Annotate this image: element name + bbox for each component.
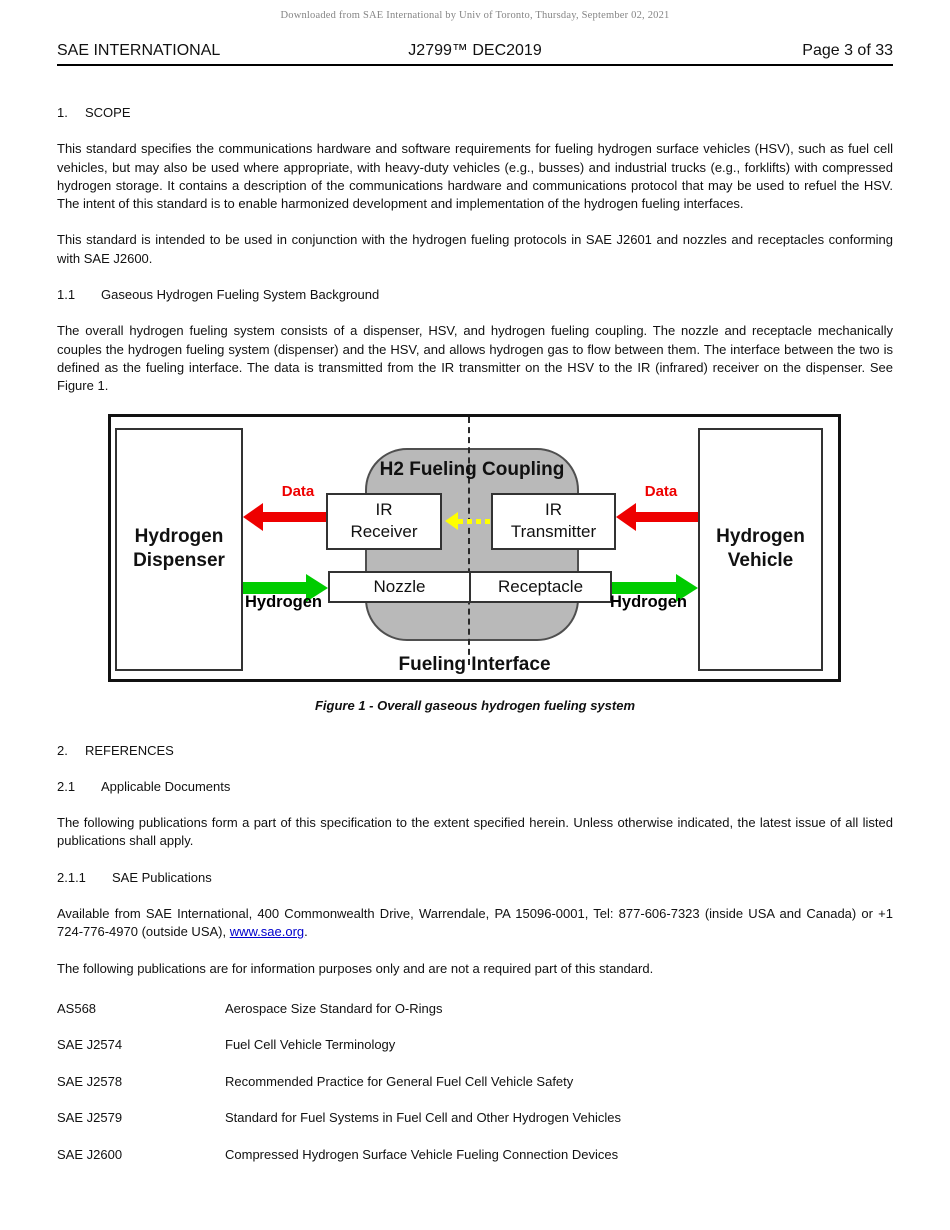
availability-text: Available from SAE International, 400 Co… — [57, 906, 893, 940]
hydrogen-vehicle-box: Hydrogen Vehicle — [698, 427, 823, 671]
section-1-1-heading: 1.1 Gaseous Hydrogen Fueling System Backg… — [57, 286, 893, 304]
scope-paragraph-2: This standard is intended to be used in … — [57, 232, 893, 266]
section-1-1-paragraph: The overall hydrogen fueling system cons… — [57, 323, 893, 394]
hydrogen-arrow-right-icon — [612, 573, 698, 602]
nozzle-cell: Nozzle — [373, 576, 426, 596]
list-item: SAE J2600 Compressed Hydrogen Surface Ve… — [57, 1148, 893, 1161]
publication-code: SAE J2600 — [57, 1146, 123, 1162]
publication-code: SAE J2579 — [57, 1110, 123, 1126]
section-title: SCOPE — [85, 105, 131, 120]
header-page-num: Page 3 of 33 — [802, 42, 894, 59]
hydrogen-label-right: Hydrogen — [610, 592, 688, 611]
section-2-heading: 2. REFERENCES — [57, 742, 893, 760]
section-number: 1.1 — [57, 287, 76, 303]
publication-title: Compressed Hydrogen Surface Vehicle Fuel… — [225, 1146, 619, 1162]
publication-title: Fuel Cell Vehicle Terminology — [225, 1037, 396, 1053]
section-number: 2.1 — [57, 778, 76, 794]
section-number: 1. — [57, 105, 68, 120]
header-doc-id: J2799™ DEC2019 — [408, 42, 542, 59]
section-number: 2.1.1 — [57, 869, 86, 885]
section-number: 2. — [57, 742, 68, 758]
data-label-left: Data — [281, 482, 315, 500]
section-title: Gaseous Hydrogen Fueling System Backgrou… — [101, 287, 380, 303]
section-2-1-1-heading: 2.1.1 SAE Publications — [57, 869, 893, 887]
publications-list: AS568 Aerospace Size Standard for O-Ring… — [57, 1002, 893, 1161]
coupling-title-label: H2 Fueling Coupling — [379, 458, 565, 480]
section-title: SAE Publications — [112, 869, 212, 885]
hydrogen-arrow-left-icon — [243, 573, 328, 602]
publication-title: Standard for Fuel Systems in Fuel Cell a… — [225, 1110, 621, 1126]
publication-code: SAE J2574 — [57, 1037, 123, 1053]
hydrogen-dispenser-box: Hydrogen Dispenser — [115, 427, 243, 671]
figure-1-diagram: H2 Fueling Coupling Hydrogen Dispenser H… — [108, 413, 841, 682]
nozzle-receptacle-row: Nozzle Receptacle — [328, 570, 612, 603]
receptacle-cell: Receptacle — [469, 572, 610, 601]
page-header: SAE INTERNATIONAL J2799™ DEC2019 Page 3 … — [57, 42, 893, 66]
section-title: Applicable Documents — [101, 778, 231, 794]
publication-title: Aerospace Size Standard for O-Rings — [225, 1000, 443, 1016]
document-page: Downloaded from SAE International by Uni… — [57, 10, 893, 1161]
section-2-1-heading: 2.1 Applicable Documents — [57, 778, 893, 796]
fueling-interface-label: Fueling Interface — [398, 653, 551, 675]
figure-1-caption: Figure 1 - Overall gaseous hydrogen fuel… — [314, 697, 636, 713]
publication-code: AS568 — [57, 1000, 97, 1016]
availability-text-end: . — [304, 924, 308, 940]
section-title: REFERENCES — [85, 742, 174, 758]
section-2-1-paragraph: The following publications form a part o… — [57, 815, 893, 849]
scope-paragraph-1: This standard specifies the communicatio… — [57, 141, 893, 212]
ir-signal-arrow-icon — [445, 511, 491, 530]
header-org: SAE INTERNATIONAL — [57, 42, 221, 59]
data-arrow-right-icon — [616, 502, 698, 531]
sae-availability-paragraph: Available from SAE International, 400 Co… — [57, 905, 893, 942]
data-label-right: Data — [644, 482, 678, 500]
data-arrow-left-icon — [243, 502, 326, 531]
publication-code: SAE J2578 — [57, 1073, 123, 1089]
sae-org-link[interactable]: www.sae.org — [229, 924, 305, 940]
section-1-heading: 1. SCOPE — [57, 104, 893, 122]
ir-receiver-box: IR Receiver — [326, 492, 442, 550]
hydrogen-label-left: Hydrogen — [245, 592, 323, 611]
list-item: AS568 Aerospace Size Standard for O-Ring… — [57, 1002, 893, 1015]
publication-title: Recommended Practice for General Fuel Ce… — [225, 1073, 574, 1089]
ir-transmitter-box: IR Transmitter — [491, 492, 616, 550]
fueling-interface-dashed-line — [468, 416, 470, 665]
download-watermark: Downloaded from SAE International by Uni… — [280, 10, 670, 21]
informational-publications-note: The following publications are for infor… — [57, 960, 654, 976]
list-item: SAE J2574 Fuel Cell Vehicle Terminology — [57, 1038, 893, 1051]
list-item: SAE J2579 Standard for Fuel Systems in F… — [57, 1111, 893, 1124]
list-item: SAE J2578 Recommended Practice for Gener… — [57, 1075, 893, 1088]
